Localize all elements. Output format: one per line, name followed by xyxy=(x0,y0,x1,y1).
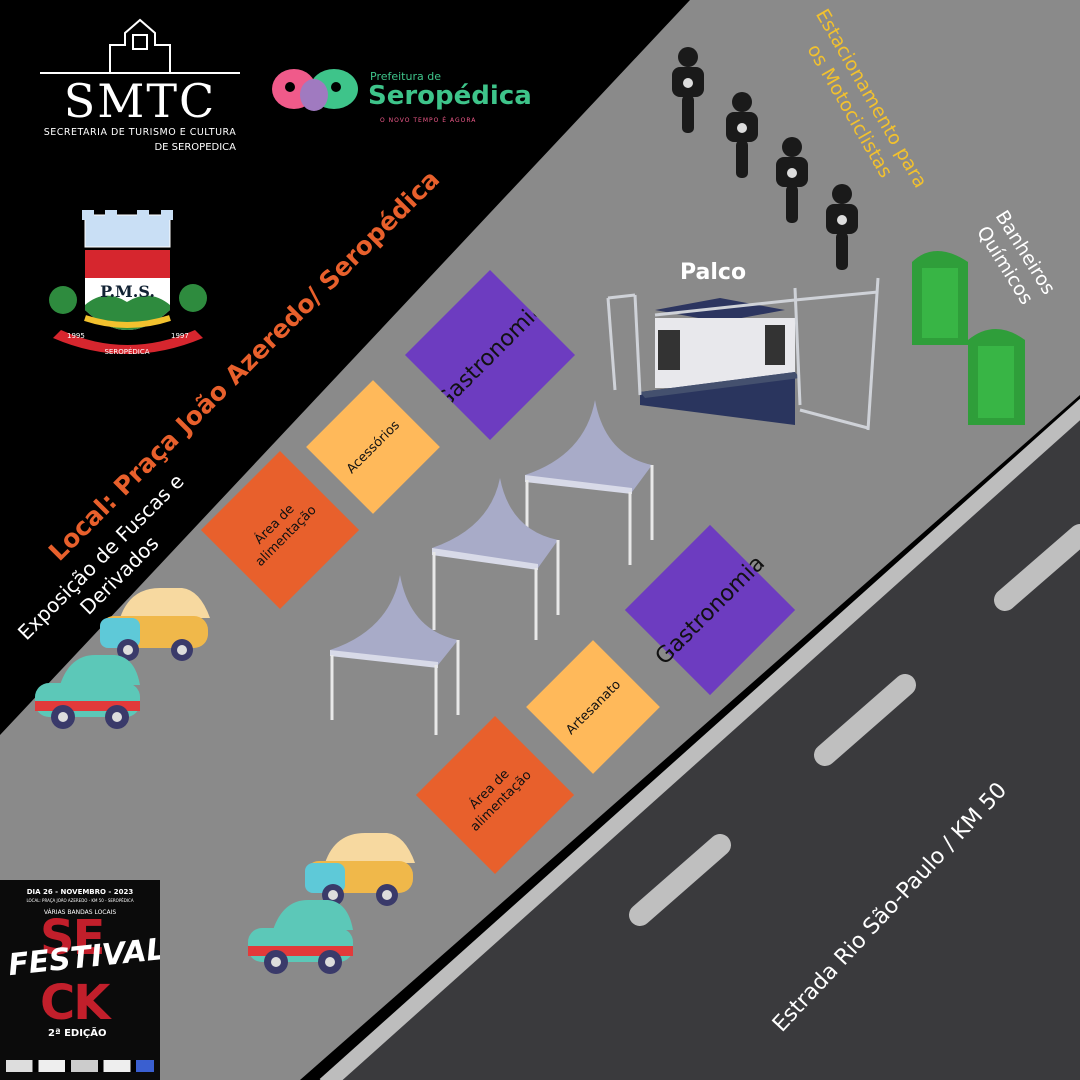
lane-marks xyxy=(629,524,1080,926)
poster-sponsor-strip xyxy=(6,1060,154,1072)
motorcycle-icon xyxy=(672,47,858,270)
crest-initials: P.M.S. xyxy=(100,282,155,301)
prefeitura-tagline: O NOVO TEMPO É AGORA xyxy=(380,117,477,124)
booth-label: Artesanato xyxy=(562,676,624,738)
portable-toilet-icon xyxy=(912,251,1025,425)
poster-location: LOCAL: PRAÇA JOÃO AZEREDO - KM 50 - SERO… xyxy=(26,898,134,903)
crest-year-right: 1997 xyxy=(171,332,189,340)
car-icon xyxy=(35,588,415,974)
crest-year-left: 1995 xyxy=(67,332,85,340)
festival-poster[interactable]: DIA 26 - NOVEMBRO - 2023 LOCAL: PRAÇA JO… xyxy=(0,880,160,1080)
crest-icon xyxy=(49,210,207,354)
poster-bands: VÁRIAS BANDAS LOCAIS xyxy=(43,909,117,916)
prefeitura-logo: Prefeitura de Seropédica O NOVO TEMPO É … xyxy=(270,65,532,135)
smtc-line2: DE SEROPEDICA xyxy=(154,142,236,153)
building-icon xyxy=(40,18,240,74)
smtc-line1: SECRETARIA DE TURISMO E CULTURA xyxy=(43,127,237,138)
prefeitura-name: Seropédica xyxy=(368,81,532,111)
stage-icon xyxy=(606,277,880,431)
poster-date: DIA 26 - NOVEMBRO - 2023 xyxy=(26,888,134,896)
prefeitura-mark-icon xyxy=(272,69,358,111)
booth-label: Gastronomia xyxy=(650,550,770,670)
smtc-mark: SMTC xyxy=(63,74,217,128)
booth-label: Gastronomia xyxy=(430,295,550,415)
poster-big1: SE xyxy=(40,910,105,966)
stage-label: Palco xyxy=(680,260,747,285)
city-crest: P.M.S. SEROPÉDICA 1995 1997 xyxy=(45,210,210,370)
booth-label: Acessórios xyxy=(343,417,403,477)
road-edge xyxy=(319,399,1080,1080)
poster-edition: 2ª EDIÇÃO xyxy=(48,1028,107,1039)
tent-icon xyxy=(330,400,654,735)
poster-big2: CK xyxy=(40,975,110,1031)
prefeitura-small: Prefeitura de xyxy=(370,70,441,83)
smtc-logo: SMTC SECRETARIA DE TURISMO E CULTURA DE … xyxy=(40,15,240,175)
crest-ribbon: SEROPÉDICA xyxy=(104,348,150,356)
